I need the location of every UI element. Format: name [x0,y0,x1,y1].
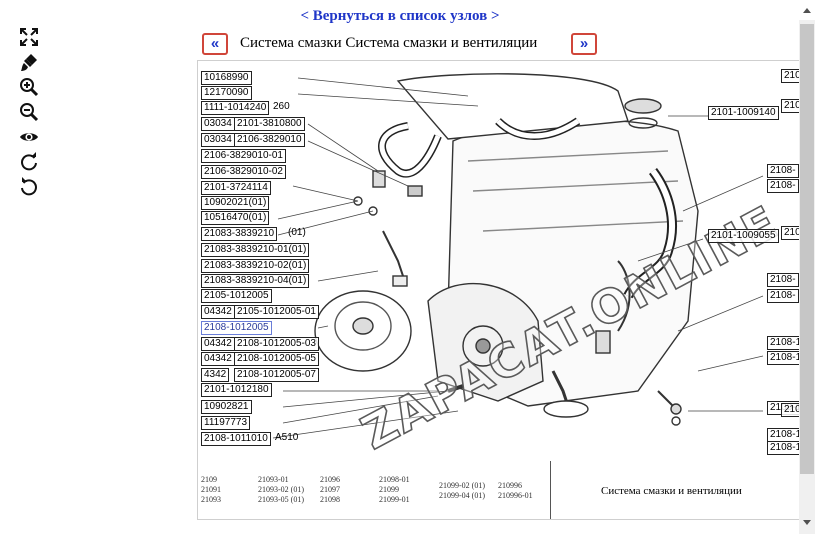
part-label[interactable]: 2106-3829010-01 [201,149,286,163]
engine-lubrication-drawing [272,73,764,439]
part-label[interactable]: 2108-1012005-07 [234,368,319,382]
part-label[interactable]: 21083-3839210-04(01) [201,274,310,288]
model-code: 21098 [320,495,340,504]
part-label[interactable]: 2101- [781,226,799,240]
model-code: 21097 [320,485,340,494]
part-label[interactable]: 2106-3829010 [234,133,305,147]
model-code: 210996 [498,481,522,490]
part-label[interactable]: 2101-3810800 [234,117,305,131]
part-label[interactable]: 2101- [781,403,799,417]
part-label[interactable]: 04342 [201,305,235,319]
scroll-up-icon[interactable] [803,8,811,13]
part-label[interactable]: 21083-3839210-01(01) [201,243,310,257]
part-label[interactable]: 2108- [767,289,799,303]
part-label[interactable]: 2108-1 [767,441,799,455]
part-label[interactable]: 2108-1012005-05 [234,352,319,366]
rotate-right-icon[interactable] [19,152,41,172]
page-title: Система смазки Система смазки и вентиляц… [240,35,538,51]
part-label[interactable]: 1111-1014240 [201,101,270,115]
vertical-scrollbar[interactable] [799,8,815,534]
part-label[interactable]: 03034 [201,133,235,147]
model-applicability-table: 2109 21091 21093 21093-01 21093-02 (01) … [198,461,550,519]
diagram-caption-text: Система смазки и вентиляции [601,485,742,497]
model-code: 21096 [320,475,340,484]
part-label[interactable]: 2106-3829010-02 [201,165,286,179]
part-label[interactable]: 03034 [201,117,235,131]
model-code: 2109 [201,475,217,484]
model-code: 210996-01 [498,491,533,500]
part-label[interactable]: 2101- [781,69,799,83]
part-label[interactable]: 2101- [781,99,799,113]
part-label[interactable]: 2101-1009140 [708,106,779,120]
part-label[interactable]: 2108-1 [767,351,799,365]
model-code: 21099-01 [379,495,410,504]
part-label[interactable]: 2108- [767,273,799,287]
scroll-down-icon[interactable] [803,520,811,525]
part-label[interactable]: 2105-1012005 [201,289,272,303]
part-label[interactable]: 2108-1011010 [201,432,271,446]
model-code: 21099-04 (01) [439,491,485,500]
part-label[interactable]: 12170090 [201,86,252,100]
part-label[interactable]: 11197773 [201,416,251,430]
part-label[interactable]: 10902821 [201,400,252,414]
part-label[interactable]: 10516470(01) [201,211,270,225]
part-label[interactable]: 2108-1 [767,428,799,442]
part-label[interactable]: 21083-3839210 [201,227,278,241]
part-label[interactable]: 04342 [201,352,235,366]
part-label-selected[interactable]: 2108-1012005 [201,321,272,335]
title-row: « Система смазки Система смазки и вентил… [198,33,603,57]
part-label[interactable]: 04342 [201,337,235,351]
part-label[interactable]: 2101-3724114 [201,181,271,195]
model-code: 21093-05 (01) [258,495,304,504]
part-label[interactable]: 2101-1012180 [201,383,272,397]
model-code: 21093-01 [258,475,289,484]
next-unit-button[interactable]: » [571,33,597,55]
toolbar [19,27,41,202]
part-label[interactable]: 10168990 [201,71,252,85]
scrollbar-thumb[interactable] [800,24,814,474]
part-label[interactable]: 2108-1 [767,336,799,350]
model-code: 21091 [201,485,221,494]
part-qty-label: 260 [273,101,290,112]
model-code: 21093-02 (01) [258,485,304,494]
part-label[interactable]: 2105-1012005-01 [234,305,319,319]
part-label[interactable]: 2108-1012005-03 [234,337,319,351]
part-label[interactable]: 21083-3839210-02(01) [201,259,310,273]
model-code: 21098-01 [379,475,410,484]
part-label[interactable]: 4342 [201,368,230,382]
back-to-units-link[interactable]: < Вернуться в список узлов > [300,8,500,24]
prev-unit-button[interactable]: « [202,33,228,55]
part-label[interactable]: 2108- [767,179,799,193]
paint-brush-icon[interactable] [19,52,41,72]
rotate-left-icon[interactable] [19,177,41,197]
fullscreen-icon[interactable] [19,27,41,47]
model-code: 21093 [201,495,221,504]
part-qty-label: (01) [288,227,306,238]
eye-icon[interactable] [19,127,41,147]
part-label[interactable]: 2101-1009055 [708,229,779,243]
model-code: 21099-02 (01) [439,481,485,490]
part-label[interactable]: 10902021(01) [201,196,270,210]
diagram-viewer[interactable]: ZAPACAT.ONLINE 10168990 12170090 1111-10… [197,60,800,520]
part-label[interactable]: 2108- [767,164,799,178]
part-qty-label: A510 [275,432,299,443]
zoom-out-icon[interactable] [19,102,41,122]
diagram-caption: Система смазки и вентиляции [550,461,799,519]
zoom-in-icon[interactable] [19,77,41,97]
model-code: 21099 [379,485,399,494]
